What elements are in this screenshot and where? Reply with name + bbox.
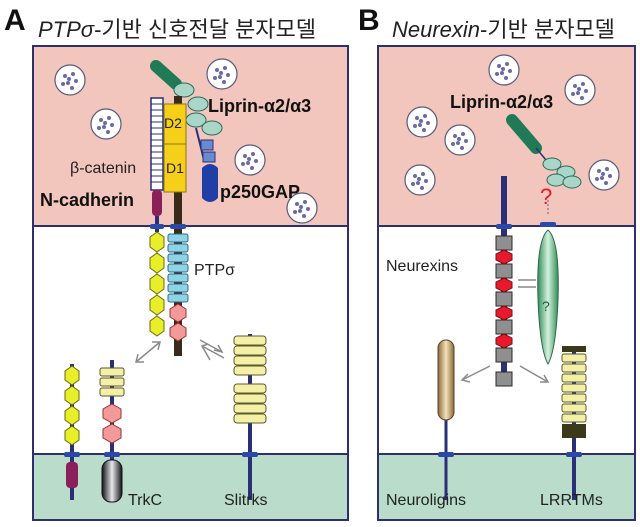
label-lrrtms: LRRTMs [540, 492, 603, 509]
label-neurexins: Neurexins [386, 258, 459, 275]
panel-a-title: PTPσ-기반 신호전달 분자모델 [38, 12, 316, 44]
panel-b-title-text: -기반 분자모델 [480, 17, 615, 42]
label-neuroligins: Neuroligins [386, 492, 467, 509]
vesicle [54, 64, 86, 96]
ptp-sigma-molecule [163, 96, 189, 356]
lrrtm-molecule [561, 346, 587, 500]
label-d1: D1 [166, 160, 184, 176]
vesicle [206, 58, 238, 90]
label-trkc: TrkC [128, 492, 163, 509]
neuroligin-molecule [437, 339, 455, 500]
panel-a-arrows [135, 339, 225, 363]
panel-a-title-protein: PTPσ [38, 17, 95, 42]
slitrks-molecule [233, 334, 267, 500]
label-n-cadherin: N-cadherin [40, 190, 135, 210]
n-cadherin-molecule [149, 97, 165, 337]
vesicle [488, 54, 520, 86]
unknown-receptor-molecule [537, 196, 559, 366]
panel-a-title-text: -기반 신호전달 분자모델 [94, 17, 317, 42]
vesicle [90, 108, 122, 140]
vesicle [588, 159, 620, 191]
panel-b-arrows [460, 279, 550, 383]
vesicle [234, 144, 266, 176]
label-question-mid: ? [542, 298, 550, 314]
liprin-b-molecule [506, 114, 582, 189]
trkc-molecule [99, 360, 125, 503]
label-d2: D2 [164, 115, 182, 131]
vesicle [564, 74, 596, 106]
neurexin-molecule [495, 176, 513, 387]
vesicle [444, 124, 476, 156]
panel-b-postsynaptic [378, 454, 635, 520]
panel-a-cleft [33, 226, 348, 454]
panel-a-postsynaptic [33, 454, 348, 520]
panel-a-letter: A [4, 4, 26, 37]
p250gap-molecule [195, 127, 218, 202]
label-question-top: ? [540, 184, 553, 209]
panel-b-title: Neurexin-기반 분자모델 [392, 12, 615, 44]
label-p250gap: p250GAP [220, 182, 301, 202]
vesicle [404, 164, 436, 196]
vesicle [406, 106, 438, 138]
left-adhesion-molecule [64, 364, 80, 500]
panel-b-title-protein: Neurexin [392, 17, 481, 42]
label-liprin-a: Liprin-α2/α3 [208, 96, 312, 116]
label-liprin-b: Liprin-α2/α3 [450, 92, 554, 112]
label-beta-catenin: β-catenin [70, 160, 137, 177]
panel-b-letter: B [358, 4, 380, 37]
label-slitrks: Slitrks [224, 492, 268, 509]
label-ptp-sigma: PTPσ [194, 262, 235, 279]
liprin-a-molecule [150, 60, 223, 136]
